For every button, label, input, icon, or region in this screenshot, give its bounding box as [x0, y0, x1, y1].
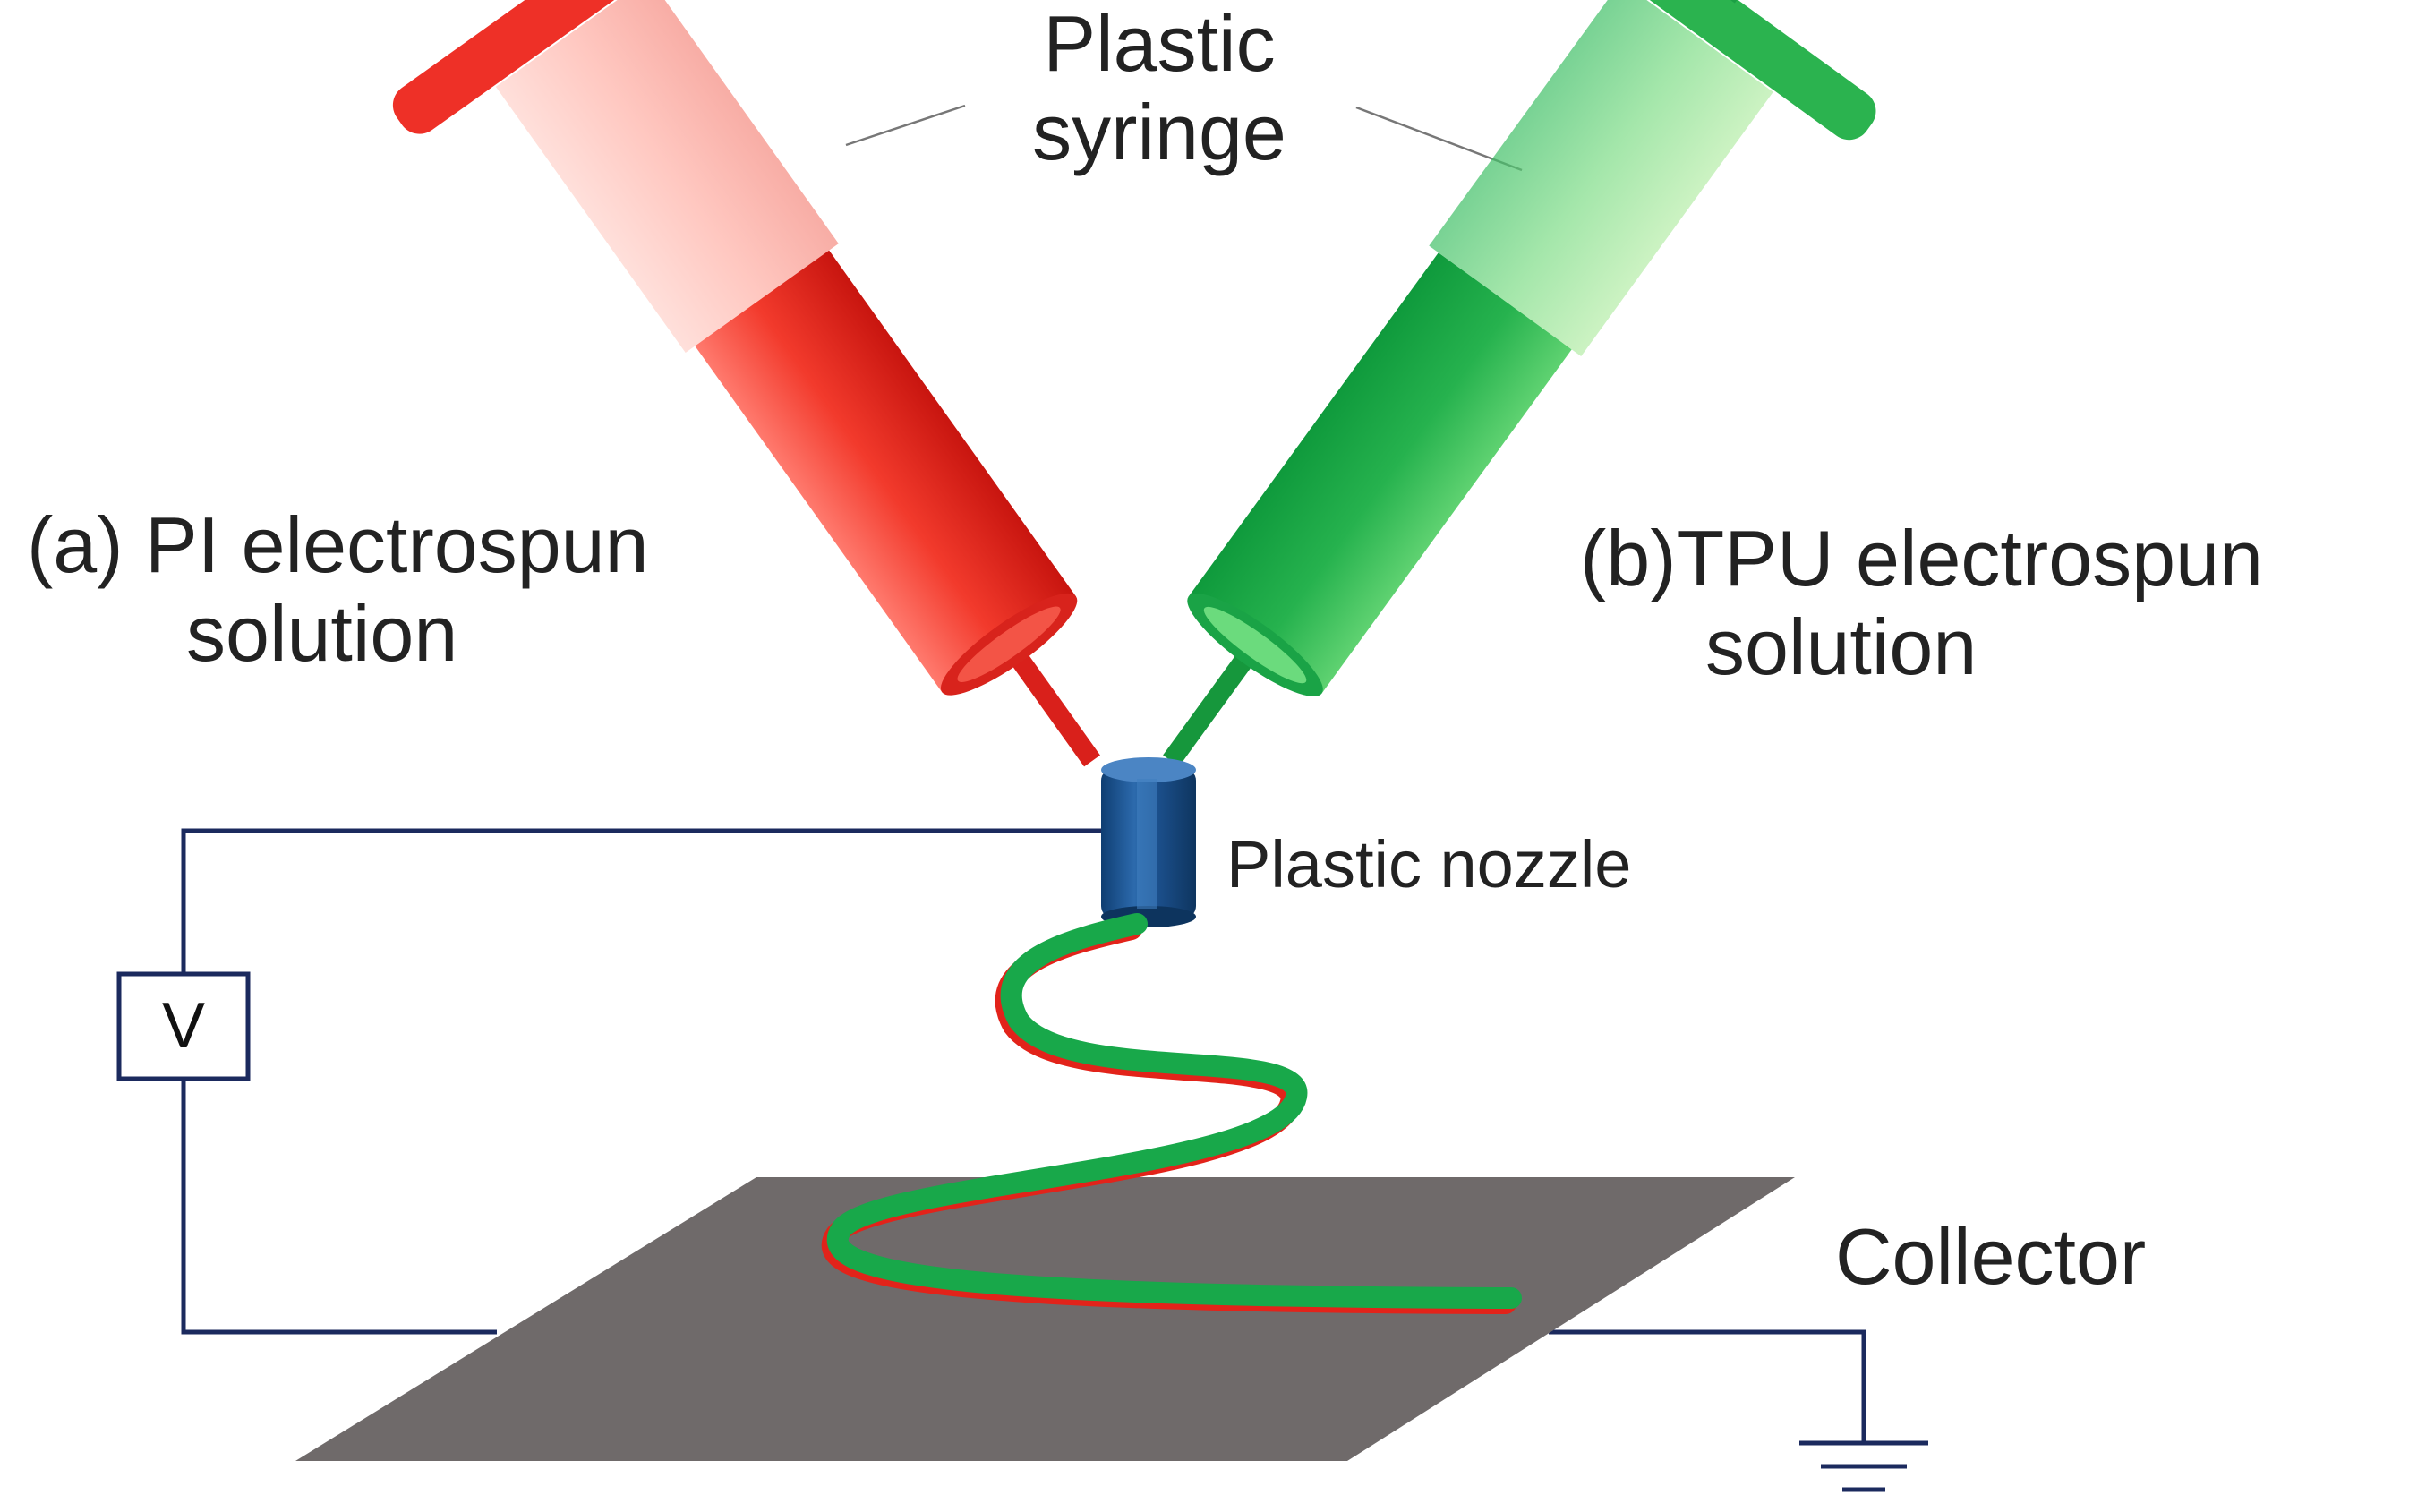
syringe-label-line2: syringe: [1032, 87, 1286, 176]
syringe-label-line1: Plastic: [1043, 0, 1276, 88]
tpu-solution-label-line1: (b)TPU electrospun: [1580, 514, 2263, 602]
tpu-solution-label: (b)TPU electrospun solution: [1580, 514, 2263, 691]
circuit-wire: [181, 828, 1866, 1443]
pi-solution-label-line1: (a) PI electrospun: [27, 500, 649, 589]
voltmeter-icon: [116, 971, 251, 1081]
collector-plate: [295, 1177, 1795, 1461]
nozzle-icon: [1101, 757, 1196, 927]
tpu-syringe-icon: [1163, 0, 1876, 767]
voltmeter-label: V: [161, 990, 206, 1062]
fiber-jet: [821, 913, 1522, 1314]
pi-solution-label-line2: solution: [186, 588, 458, 678]
nozzle-label: Plastic nozzle: [1226, 827, 1632, 901]
pi-solution-label: (a) PI electrospun solution: [27, 500, 649, 678]
collector-label: Collector: [1835, 1212, 2147, 1301]
ground-icon: [1799, 1440, 1928, 1492]
tpu-solution-label-line2: solution: [1705, 602, 1978, 691]
pi-syringe-icon: [392, 0, 1100, 767]
syringe-label: Plastic syringe: [989, 0, 1329, 176]
